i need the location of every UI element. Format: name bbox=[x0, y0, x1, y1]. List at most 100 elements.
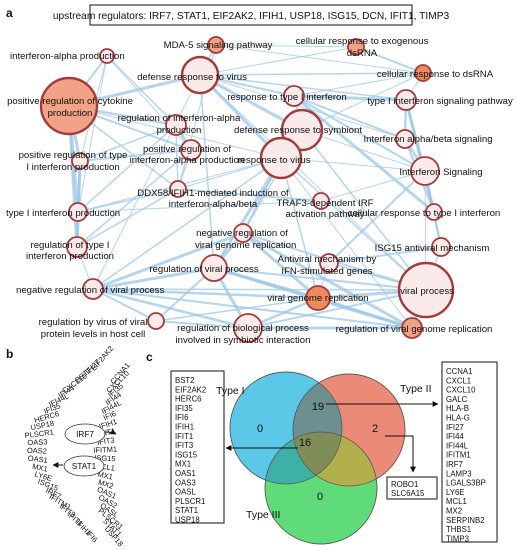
network-edge bbox=[292, 94, 408, 102]
gene-list-item: STAT1 bbox=[175, 506, 198, 515]
network-edges bbox=[67, 44, 442, 330]
gene-list-item: BST2 bbox=[175, 376, 195, 385]
gene-list-item: LAMP3 bbox=[446, 469, 472, 478]
network-node-label: regulation by virus of viral bbox=[39, 317, 148, 328]
network-node-label: type I interferon signaling pathway bbox=[367, 96, 513, 107]
network-node bbox=[99, 48, 115, 64]
network-node bbox=[82, 278, 104, 300]
gene-list-item: USP18 bbox=[175, 516, 200, 525]
network-node-label: interferon-alpha/beta bbox=[169, 199, 258, 210]
network-nodes: interferon-alpha production MDA-5 signali… bbox=[6, 36, 513, 346]
network-node bbox=[165, 114, 187, 136]
gene-list-item: CXCL10 bbox=[446, 386, 476, 395]
network-node-label: Antiviral mechanism by bbox=[278, 254, 377, 265]
network-edge bbox=[215, 44, 357, 48]
gene-list-item: SERPINB2 bbox=[446, 516, 485, 525]
network-edge bbox=[91, 231, 245, 291]
gene-list-item: MX1 bbox=[175, 460, 191, 469]
network-node bbox=[39, 76, 99, 136]
panel-c-label: c bbox=[146, 350, 153, 364]
network-edge bbox=[91, 287, 250, 330]
gene-list-item: IFIH1 bbox=[175, 423, 194, 432]
left-gene-box bbox=[170, 370, 225, 524]
stat1-ellipse bbox=[63, 455, 105, 477]
irf7-arrow bbox=[105, 428, 117, 435]
network-node-label: positive regulation of bbox=[143, 144, 231, 155]
gene-label: OAS3 bbox=[27, 437, 47, 447]
network-edge bbox=[77, 188, 179, 213]
network-node bbox=[233, 313, 263, 343]
network-node bbox=[259, 136, 303, 180]
network-edge bbox=[199, 74, 407, 101]
network-edge bbox=[77, 124, 177, 213]
network-node-label: interferon production bbox=[26, 251, 114, 262]
arrow-type2-list bbox=[385, 435, 416, 473]
network-node-label: defense response to symbiont bbox=[234, 125, 362, 136]
gene-list-item: IFI44L bbox=[446, 441, 469, 450]
gene-list-item: IFITM1 bbox=[446, 451, 471, 460]
network-node-label: negative regulation of viral process bbox=[16, 285, 164, 296]
gene-list-item: HLA-B bbox=[446, 404, 469, 413]
network-node-label: negative regulation of bbox=[196, 228, 288, 239]
network-node-label: activation pathway bbox=[286, 209, 365, 220]
network-edge bbox=[316, 296, 414, 330]
network-node-label: I interferon production bbox=[26, 162, 119, 173]
gene-list-item: SLC6A15 bbox=[391, 489, 425, 498]
gene-list-item: MX2 bbox=[446, 507, 462, 516]
network-edge bbox=[76, 188, 179, 248]
left-gene-list: BST2EIF2AK2HERC6IFI35IFI6IFIH1IFIT1IFIT3… bbox=[175, 376, 206, 525]
count-only-type1: 0 bbox=[257, 423, 263, 435]
gene-list-item: EIF2AK2 bbox=[175, 385, 206, 394]
network-node bbox=[200, 254, 228, 282]
network-node bbox=[395, 129, 415, 149]
network-node-label: viral genome replication bbox=[195, 240, 296, 251]
network-edge bbox=[328, 170, 426, 264]
network-node bbox=[305, 285, 331, 311]
network-node-label: IFN-stimulated genes bbox=[281, 266, 372, 277]
gene-list-item: OAS1 bbox=[175, 469, 196, 478]
network-node-label: interferon-alpha production bbox=[130, 155, 245, 166]
network-node bbox=[207, 36, 225, 54]
panel-a-label: a bbox=[6, 6, 13, 20]
network-node-label: regulation of biological process bbox=[177, 323, 309, 334]
network-edge bbox=[292, 94, 436, 214]
network-node bbox=[431, 237, 451, 257]
network-node-label: TRAF3-dependent IRF bbox=[276, 198, 373, 209]
network-edge bbox=[328, 246, 442, 264]
gene-list-item: IFI6 bbox=[175, 413, 188, 422]
network-node-label: viral genome replication bbox=[267, 293, 368, 304]
gene-list-item: HERC6 bbox=[175, 395, 201, 404]
network-node-label: DDX58/IFIH1-mediated induction of bbox=[137, 188, 289, 199]
network-edge bbox=[280, 157, 426, 172]
irf7-ellipse bbox=[64, 423, 106, 445]
network-node bbox=[147, 312, 165, 330]
gene-list-item: LGALS3BP bbox=[446, 479, 486, 488]
gene-list-item: HLA-G bbox=[446, 414, 470, 423]
gene-list-item: GALC bbox=[446, 395, 468, 404]
network-node-label: regulation of interferon-alpha bbox=[118, 113, 241, 124]
venn-i23 bbox=[293, 432, 377, 486]
gene-label: MX1 bbox=[32, 462, 49, 474]
gene-label: OAS2 bbox=[27, 446, 47, 456]
gene-list-item: IRF7 bbox=[446, 460, 463, 469]
network-edge bbox=[155, 320, 249, 329]
network-node-label: cellular response to type I interferon bbox=[348, 208, 501, 219]
gene-list-item: ISG15 bbox=[175, 450, 198, 459]
network-node bbox=[395, 89, 417, 111]
network-edge bbox=[280, 157, 427, 291]
network-node-label: cellular response to dsRNA bbox=[377, 69, 494, 80]
network-node bbox=[180, 139, 202, 161]
gene-label: IFITM1 bbox=[93, 445, 117, 455]
network-node-label: ISG15 antiviral mechanism bbox=[375, 243, 490, 254]
gene-list-item: IFI44 bbox=[446, 432, 464, 441]
network-edge bbox=[199, 74, 406, 140]
network-node bbox=[347, 38, 365, 56]
panel-c: c BST2EIF2AK2HERC6IFI35IFI6IFIH1IFIT1IFI… bbox=[146, 350, 498, 545]
gene-list-item: OASL bbox=[175, 488, 196, 497]
mid-gene-box bbox=[386, 476, 438, 500]
network-edge bbox=[199, 46, 357, 76]
gene-list-item: THBS1 bbox=[446, 525, 471, 534]
network-node-label: MDA-5 signaling pathway bbox=[164, 40, 273, 51]
set-label-type3: Type III bbox=[246, 509, 280, 521]
